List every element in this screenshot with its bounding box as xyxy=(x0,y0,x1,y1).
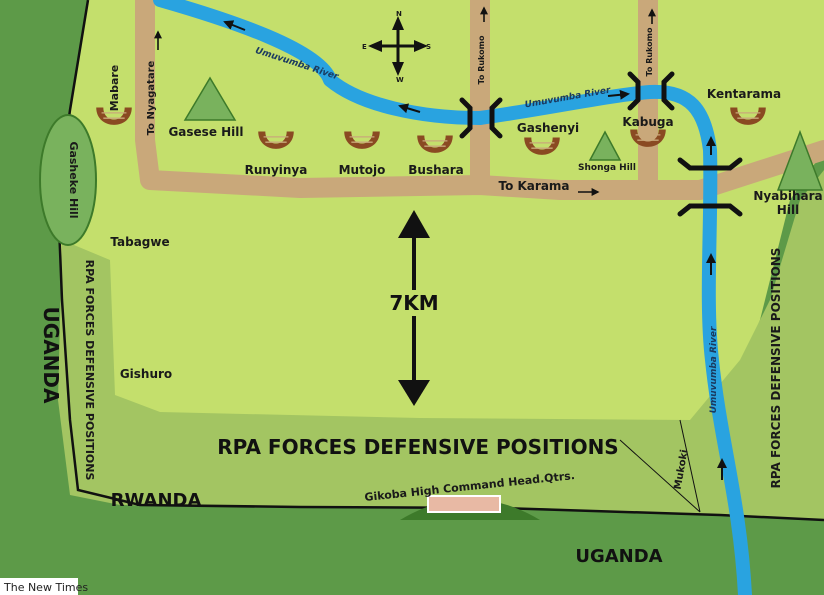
defensive-band xyxy=(58,170,824,520)
credit-label: The New Times xyxy=(3,581,88,594)
gasese-hill-label: Gasese Hill xyxy=(168,125,243,139)
shonga-hill-label: Shonga Hill xyxy=(578,163,636,173)
road-to-rukomo-1: To Rukomo xyxy=(477,35,486,84)
place-kabuga: Kabuga xyxy=(622,115,673,129)
compass-west-arrow-icon xyxy=(368,40,382,52)
river-flow-arrows xyxy=(223,20,727,480)
place-mabare: Mabare xyxy=(108,65,121,112)
compass-north-arrow-icon xyxy=(392,16,404,30)
compass-e: E xyxy=(362,43,367,51)
country-uganda-west: UGANDA xyxy=(39,307,63,404)
place-bushara: Bushara xyxy=(408,163,464,177)
umuvumba-river xyxy=(153,0,752,595)
mukoki-line xyxy=(619,419,701,513)
nyabihara-hill-label-2: Hill xyxy=(777,203,799,217)
river-label-3: Umuvumba River xyxy=(709,326,719,413)
defense-label-main: RPA FORCES DEFENSIVE POSITIONS xyxy=(217,435,618,459)
bridge-crossings xyxy=(459,71,743,217)
mountains xyxy=(183,76,824,191)
country-uganda-south: UGANDA xyxy=(575,546,662,567)
compass-w: W xyxy=(396,76,404,84)
gasheke-hill-shape xyxy=(39,114,97,246)
compass-s: S xyxy=(426,43,431,51)
nyabihara-hill-label-1: Nyabihara xyxy=(753,189,822,203)
compass: N S E W xyxy=(362,10,431,84)
shonga-mountain-icon xyxy=(588,130,622,161)
compass-n: N xyxy=(396,10,402,18)
distance-arrow-down-icon xyxy=(398,380,430,406)
road-to-nyagatare: To Nyagatare xyxy=(146,60,157,135)
credit-bg xyxy=(0,578,78,595)
place-runyinya: Runyinya xyxy=(245,163,308,177)
defense-label-right: RPA FORCES DEFENSIVE POSITIONS xyxy=(769,248,783,489)
distance-arrow-up-icon xyxy=(398,210,430,238)
road-to-rukomo-2: To Rukomo xyxy=(645,27,654,76)
nyabihara-mountain-icon xyxy=(776,129,824,191)
place-tabagwe: Tabagwe xyxy=(110,235,169,249)
place-gashenyi: Gashenyi xyxy=(517,121,579,135)
road-direction-arrows xyxy=(154,6,656,196)
road-to-karama: To Karama xyxy=(498,179,569,193)
distance-label: 7KM xyxy=(389,291,438,315)
compass-south-arrow-icon xyxy=(392,62,404,76)
gasese-mountain-icon xyxy=(183,76,237,121)
country-rwanda: RWANDA xyxy=(111,490,202,511)
place-mutojo: Mutojo xyxy=(339,163,386,177)
rwanda-inner-area xyxy=(58,0,824,440)
compass-east-arrow-icon xyxy=(414,40,428,52)
defense-label-left: RPA FORCES DEFENSIVE POSITIONS xyxy=(83,260,96,481)
place-gishuro: Gishuro xyxy=(120,367,172,381)
gasheke-hill-label: Gasheke Hill xyxy=(67,141,80,218)
distance-arrow: 7KM xyxy=(386,210,442,406)
place-kentarama: Kentarama xyxy=(707,87,781,101)
